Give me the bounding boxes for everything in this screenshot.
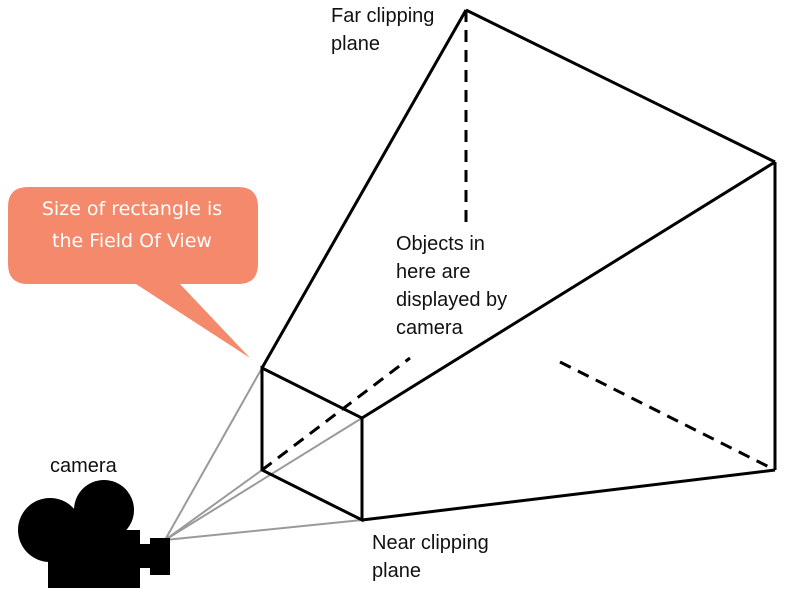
ray-bottom-left	[164, 469, 263, 541]
visible-edges	[260, 8, 777, 523]
camera-lens	[140, 538, 170, 575]
edge-near-to-far-right	[361, 160, 776, 420]
far-plane-hidden-horizontal	[559, 360, 776, 472]
edge-bottom	[361, 468, 776, 522]
ray-top	[164, 367, 263, 541]
edge-top-right	[465, 8, 776, 164]
camera-body	[48, 530, 140, 588]
camera-reel-right	[74, 480, 134, 540]
ray-hidden	[164, 417, 363, 541]
hidden-edges	[261, 10, 776, 472]
camera-label: camera	[50, 455, 117, 477]
ray-bottom-right	[164, 519, 363, 541]
callout-bubble	[8, 187, 258, 358]
callout-shape	[8, 187, 258, 358]
near-to-far-hidden-edge	[261, 356, 411, 472]
near-clipping-rectangle	[260, 365, 364, 523]
edge-top-left	[260, 9, 468, 369]
camera-icon	[18, 480, 170, 588]
camera-rays	[164, 367, 363, 541]
